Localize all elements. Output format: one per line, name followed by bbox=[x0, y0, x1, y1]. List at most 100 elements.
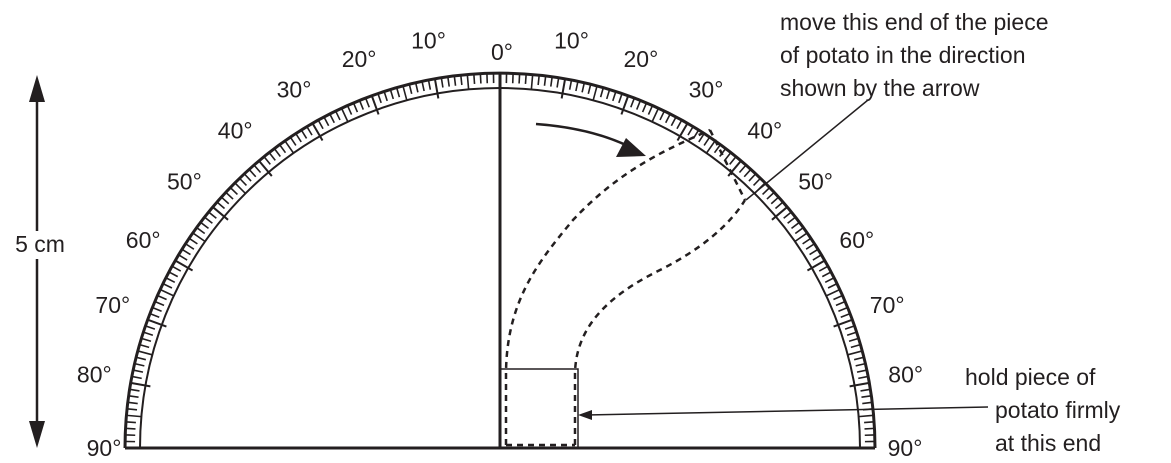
tick-r85 bbox=[858, 414, 874, 418]
tick-r33 bbox=[698, 133, 705, 143]
tick-r28 bbox=[670, 116, 677, 127]
tick-l74 bbox=[139, 343, 150, 349]
tick-l8 bbox=[447, 76, 450, 87]
tick-l4 bbox=[473, 73, 476, 84]
tick-l66 bbox=[157, 294, 167, 301]
tick-r49 bbox=[774, 201, 784, 210]
tick-r25 bbox=[651, 107, 660, 123]
tick-r56 bbox=[802, 237, 812, 245]
tick-l36 bbox=[278, 144, 287, 154]
hold-end-annotation: hold piece of potato firmly at this end bbox=[578, 364, 1121, 456]
label-left-50: 50° bbox=[167, 168, 202, 194]
tick-r35 bbox=[705, 140, 716, 154]
tick-r23 bbox=[641, 102, 648, 113]
tick-l79 bbox=[131, 375, 142, 380]
label-right-20: 20° bbox=[624, 46, 659, 72]
tick-l40 bbox=[258, 160, 273, 177]
tick-r67 bbox=[835, 300, 846, 307]
hold-region-box bbox=[499, 368, 579, 449]
tick-l12 bbox=[421, 81, 425, 92]
tick-l5 bbox=[466, 74, 470, 90]
tick-r59 bbox=[812, 254, 822, 261]
tick-r50 bbox=[771, 206, 788, 221]
tick-r58 bbox=[809, 248, 819, 256]
tick-l58 bbox=[181, 248, 191, 256]
tick-r86 bbox=[864, 421, 875, 424]
tick-l63 bbox=[165, 277, 176, 284]
tick-r53 bbox=[791, 221, 800, 229]
tick-l46 bbox=[229, 186, 238, 196]
tick-r74 bbox=[850, 343, 861, 349]
tick-l21 bbox=[364, 97, 370, 108]
tick-r54 bbox=[794, 226, 804, 235]
down-arrowhead-icon bbox=[29, 421, 45, 448]
tick-r78 bbox=[856, 369, 867, 373]
tick-l13 bbox=[414, 82, 419, 93]
tick-l3 bbox=[479, 73, 482, 84]
tick-l26 bbox=[334, 110, 341, 121]
tick-l6 bbox=[460, 74, 463, 86]
tick-l14 bbox=[408, 83, 413, 95]
tick-r46 bbox=[762, 186, 771, 196]
tick-r77 bbox=[855, 362, 866, 367]
move-note-line-1: move this end of the piece bbox=[780, 9, 1049, 35]
tick-l43 bbox=[243, 173, 252, 182]
tick-l17 bbox=[389, 89, 395, 100]
tick-r72 bbox=[846, 331, 857, 336]
hold-arrowhead-icon bbox=[578, 410, 592, 420]
tick-r37 bbox=[719, 148, 727, 157]
tick-l81 bbox=[129, 388, 140, 392]
tick-l68 bbox=[152, 306, 162, 313]
tick-l45 bbox=[234, 182, 247, 195]
tick-r15 bbox=[592, 85, 598, 101]
tick-r75 bbox=[847, 350, 863, 356]
tick-l61 bbox=[171, 265, 182, 272]
rotation-arrow-icon bbox=[535, 122, 629, 148]
tick-l86 bbox=[125, 421, 136, 424]
tick-r82 bbox=[861, 395, 872, 398]
label-left-90: 90° bbox=[87, 435, 122, 461]
tick-l73 bbox=[141, 337, 152, 343]
hold-note-line-3: at this end bbox=[995, 430, 1101, 456]
tick-l69 bbox=[149, 312, 160, 318]
move-note-line-2: of potato in the direction bbox=[780, 42, 1026, 68]
tick-l64 bbox=[162, 282, 173, 289]
tick-r13 bbox=[581, 82, 586, 93]
tick-l11 bbox=[427, 79, 432, 90]
tick-l62 bbox=[168, 271, 179, 278]
tick-r27 bbox=[664, 113, 671, 124]
tick-l75 bbox=[137, 350, 153, 356]
tick-r5 bbox=[530, 74, 534, 90]
tick-l76 bbox=[135, 356, 147, 361]
tick-l60 bbox=[174, 259, 194, 272]
tick-r3 bbox=[518, 73, 521, 84]
tick-l77 bbox=[134, 362, 145, 367]
tick-l18 bbox=[383, 91, 388, 102]
tick-r7 bbox=[543, 75, 547, 86]
tick-r83 bbox=[862, 401, 873, 405]
tick-l38 bbox=[268, 152, 276, 161]
tick-l67 bbox=[154, 300, 165, 307]
tick-r30 bbox=[676, 122, 689, 142]
tick-l34 bbox=[289, 136, 297, 146]
tick-r73 bbox=[848, 337, 859, 343]
hold-note-line-2: potato firmly bbox=[995, 397, 1121, 423]
tick-r76 bbox=[853, 356, 865, 361]
label-zero: 0° bbox=[491, 39, 513, 65]
tick-l82 bbox=[128, 395, 139, 398]
label-left-60: 60° bbox=[126, 227, 161, 253]
tick-r9 bbox=[556, 77, 560, 88]
protractor: 10°20°30°40°50°60°70°80°90°10°20°30°40°5… bbox=[77, 27, 923, 461]
tick-r87 bbox=[864, 427, 875, 430]
label-left-80: 80° bbox=[77, 362, 112, 388]
label-right-50: 50° bbox=[798, 168, 833, 194]
tick-r26 bbox=[659, 110, 666, 121]
tick-r12 bbox=[575, 81, 579, 92]
tick-l59 bbox=[178, 254, 188, 261]
tick-r17 bbox=[605, 89, 611, 100]
move-note-line-3: shown by the arrow bbox=[780, 75, 980, 101]
tick-r36 bbox=[713, 144, 722, 154]
tick-r16 bbox=[599, 87, 605, 98]
label-left-10: 10° bbox=[411, 27, 446, 53]
